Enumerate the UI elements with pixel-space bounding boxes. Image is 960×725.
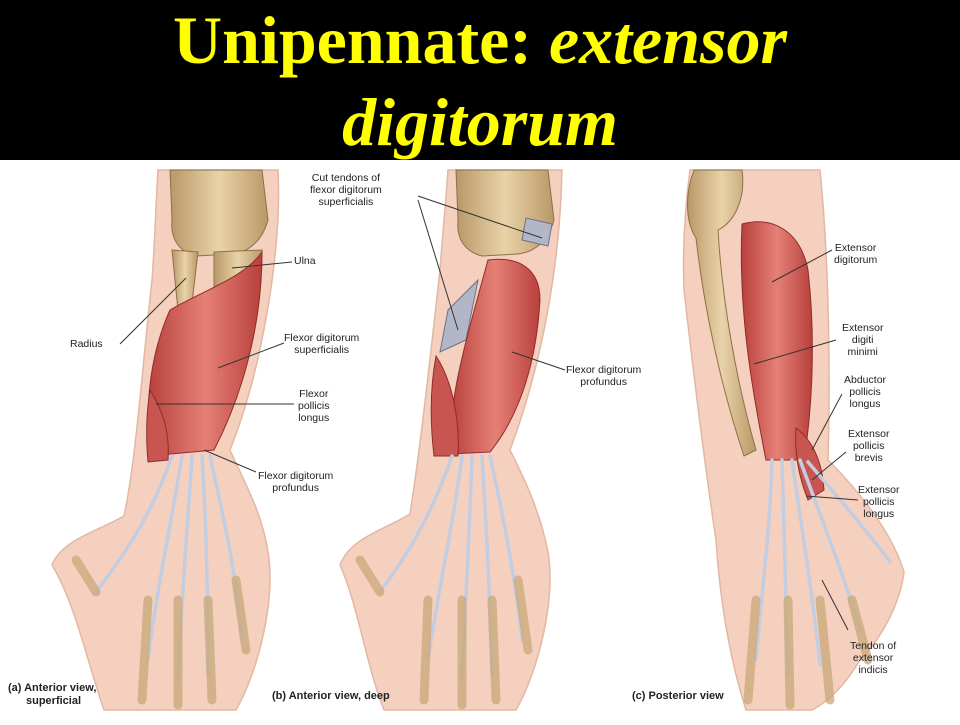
caption-b: (b) Anterior view, deep (272, 690, 390, 702)
fpl-b-muscle (430, 354, 459, 457)
forearm-illustrations (51, 169, 905, 711)
panel-b-anterior-deep (339, 169, 563, 711)
panel-c-posterior (682, 169, 905, 711)
leader-lines (119, 195, 859, 631)
caption-c: (c) Posterior view (632, 690, 724, 702)
fpl-a-muscle (146, 388, 169, 463)
slide-title-line-2: digitorum (342, 84, 618, 160)
finger-bones-b (355, 555, 533, 710)
finger-bones-a (71, 555, 251, 710)
label-radius: Radius (70, 338, 103, 350)
title-bar: Unipennate: extensor digitorum (0, 0, 960, 160)
extensor-digitorum-c-muscle (740, 221, 813, 461)
caption-a: (a) Anterior view, superficial (8, 682, 97, 707)
slide-title-line-1: Unipennate: extensor (0, 6, 960, 74)
cut-tendons-b (521, 217, 553, 247)
humerus-a-bone (169, 169, 269, 257)
fdp-b-muscle (449, 258, 541, 455)
title-prefix: Unipennate: (173, 2, 549, 78)
finger-bones-c (743, 595, 873, 710)
ulna-c-bone (687, 169, 757, 457)
panel-a-anterior-superficial (51, 169, 280, 711)
label-ulna: Ulna (294, 255, 316, 267)
title-italic-word: extensor (548, 2, 787, 78)
flexor-muscles-a (147, 250, 263, 457)
